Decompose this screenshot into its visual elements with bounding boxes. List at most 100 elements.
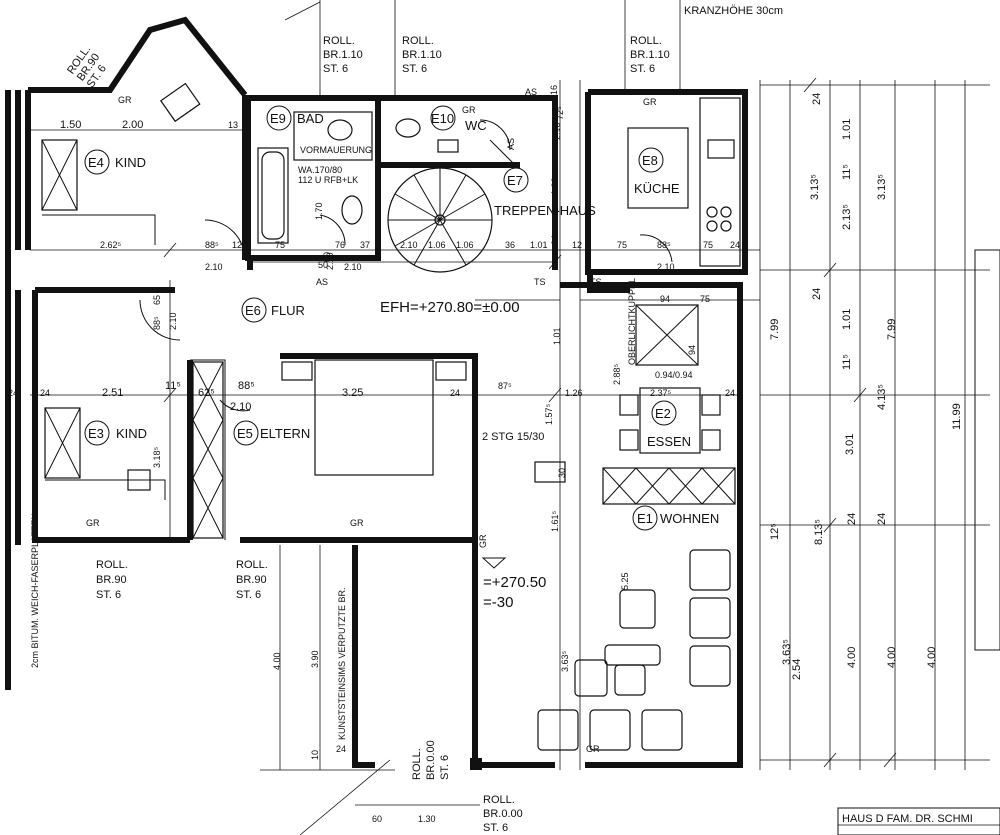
dimension-value: 2.10	[552, 122, 562, 140]
terrace-level: =+270.50	[483, 574, 546, 591]
room-id: E1	[637, 511, 653, 526]
shutter-line: ST. 6	[402, 63, 427, 75]
dimension-value: 1.06	[428, 240, 446, 250]
dimension-value: 2.51	[102, 387, 123, 399]
dimension-value: 2.00	[122, 119, 143, 131]
skylight-label: OBERLICHTKUPPEL	[627, 278, 637, 365]
dimension-value: 37	[360, 240, 370, 250]
dimension-value: 24	[725, 388, 735, 398]
dimension-value: 4.00	[926, 647, 938, 668]
dimension-value: 94²	[550, 232, 560, 245]
room-E1: E1 WOHNEN	[632, 505, 719, 531]
shutter-line: BR.1.10	[402, 49, 442, 61]
dimension-value: 65	[152, 295, 162, 305]
dimension-value: GR	[586, 744, 600, 754]
room-id: E7	[507, 173, 523, 188]
room-name: TREPPEN-HAUS	[494, 203, 596, 218]
room-E3: E3 KIND	[84, 420, 147, 446]
shutter-line: ST. 6	[96, 589, 121, 601]
dimension-value: 1.26	[565, 388, 583, 398]
shutter-line: ST. 6	[630, 63, 655, 75]
dimension-value: 72⁵	[555, 106, 565, 120]
dimension-value: 24	[336, 744, 346, 754]
dimension-value: 2.10	[168, 312, 178, 330]
dimension-value: 94	[660, 294, 670, 304]
shutter-line: BR.1.10	[323, 49, 363, 61]
dimension-value: 1.30	[418, 814, 436, 824]
room-name: ELTERN	[260, 426, 310, 441]
header-kranzhoehe: KRANZHÖHE 30cm	[684, 5, 783, 17]
dimension-value: 88⁵	[238, 380, 255, 392]
dimension-value: 11⁵	[841, 164, 853, 180]
dimension-value: 2.37⁵	[650, 388, 672, 398]
shutter-labels: ROLL. BR.90 ST. 6 ROLL. BR.1.10 ST. 6 RO…	[65, 35, 670, 834]
furniture	[41, 82, 741, 751]
room-E9: E9 BAD	[266, 105, 324, 131]
dimension-value: 3.13⁵	[809, 174, 821, 200]
room-id: E5	[237, 426, 253, 441]
insulation-note: 2cm BITUM. WEICH-FASERPLATTEN	[30, 513, 40, 668]
dimension-value: 88⁵	[205, 240, 219, 250]
room-id: E2	[655, 406, 671, 421]
room-E8: E8 KÜCHE	[634, 147, 680, 196]
shutter-line: BR.1.10	[630, 49, 670, 61]
dimension-value: 1.57⁵	[544, 403, 554, 425]
dimension-value: 24	[730, 240, 740, 250]
dimension-value: 3.63⁵	[560, 650, 570, 672]
dimension-value: 11⁵	[841, 354, 853, 370]
dimension-value: 11⁵	[165, 380, 181, 392]
room-name: WC	[465, 118, 487, 133]
dimension-value: AS	[316, 277, 328, 287]
dimension-lines	[30, 0, 1000, 835]
room-id: E3	[88, 426, 104, 441]
dimension-value: 62⁵	[198, 387, 215, 399]
room-name: FLUR	[271, 303, 305, 318]
dimension-value: 24	[40, 388, 50, 398]
dimension-value: 36	[505, 240, 515, 250]
dimension-value: 1.01	[552, 327, 562, 345]
dimension-value: 24	[811, 93, 823, 105]
level-annotations: EFH=+270.80=±0.00 =+270.50 =-30 2 STG 15…	[30, 5, 973, 825]
dimension-value: GR	[86, 518, 100, 528]
dimension-value: AS	[506, 138, 516, 150]
dimension-value: 1.06⁸	[550, 173, 560, 195]
shutter-line: ROLL.	[411, 748, 423, 780]
dimension-value: 3.13⁵	[876, 174, 888, 200]
dimension-value: 75	[700, 294, 710, 304]
dimension-value: 1.61⁵	[550, 510, 560, 532]
dimension-value: 88⁵	[657, 240, 671, 250]
dimension-value: 88⁵	[152, 316, 162, 330]
dimension-value: 94	[687, 345, 697, 355]
shutter-line: ROLL.	[483, 794, 515, 806]
dimension-value: 2.13⁵	[841, 204, 853, 230]
dimension-value: 76	[335, 240, 345, 250]
stair-spec: 2 STG 15/30	[482, 431, 544, 443]
dimension-value: 12⁵	[769, 523, 781, 540]
room-id: E8	[642, 153, 658, 168]
dimension-value: 3.25	[342, 387, 363, 399]
title-block-text: HAUS D FAM. DR. SCHMI	[842, 813, 973, 825]
dimension-value: 12	[572, 240, 582, 250]
dimension-value: 4.00	[846, 647, 858, 668]
dimension-value: 50	[322, 252, 332, 262]
room-id: E10	[431, 111, 454, 126]
room-E6: E6 FLUR	[241, 297, 305, 323]
dimension-value: 11.99	[951, 403, 963, 430]
room-E4: E4 KIND	[84, 149, 146, 175]
dimension-value: 4.13⁵	[876, 384, 888, 410]
dimension-value: 4.00	[886, 647, 898, 668]
dimension-value: GR	[478, 534, 488, 548]
dimension-value: 1.01	[841, 309, 853, 330]
dimension-value: AS	[525, 87, 537, 97]
dimension-value: 75	[275, 240, 285, 250]
dimension-value: 3.18⁵	[152, 446, 162, 468]
dimension-value: 2.10	[230, 401, 251, 413]
bath-basin-note-2: 112 U RFB+LK	[298, 175, 358, 185]
dimension-value: 2.54	[791, 659, 803, 680]
dimension-value: 24	[8, 388, 18, 398]
dimension-value: 1.06	[456, 240, 474, 250]
shutter-line: BR.90	[96, 574, 127, 586]
dimension-value: 60	[372, 814, 382, 824]
dimension-value: 30	[557, 468, 567, 478]
